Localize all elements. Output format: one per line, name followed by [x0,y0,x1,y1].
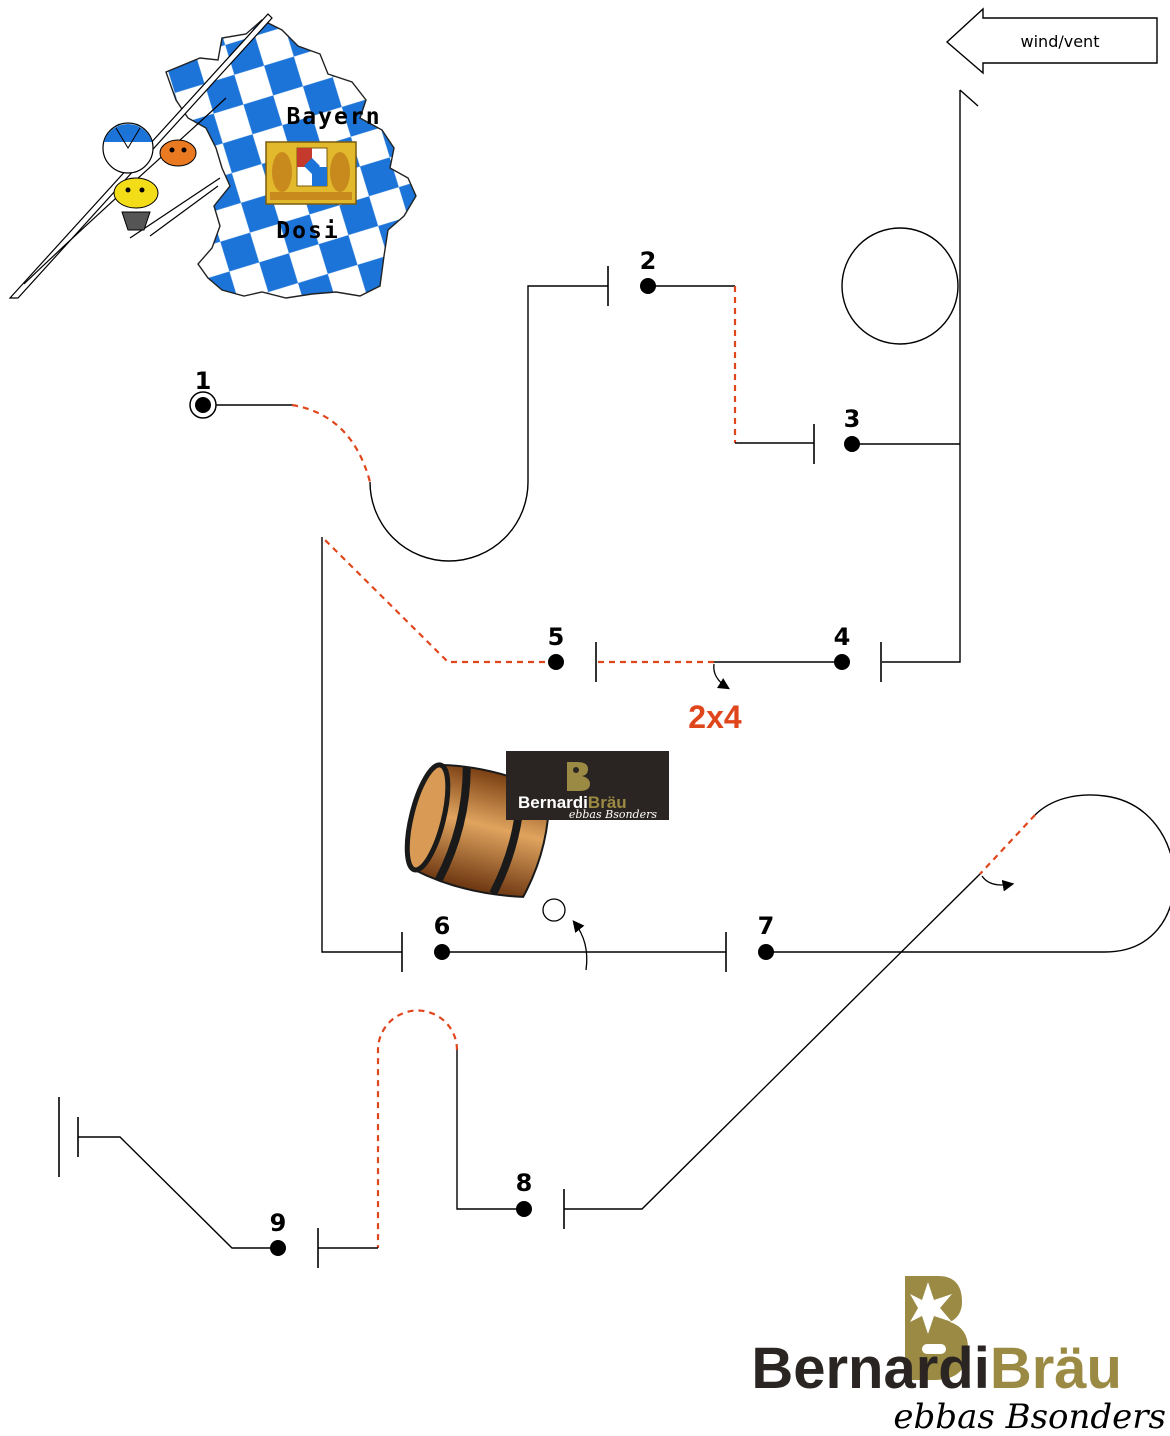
gate-6-dot [434,944,450,960]
gate-numbers: 1 2 3 4 5 6 7 8 9 [195,247,861,1237]
sponsor-badge-slogan: ebbas Bsonders [569,808,658,821]
gate-1-dot [195,397,211,413]
sponsor-logo-slogan: ebbas Bsonders [893,1397,1166,1436]
sponsor-logo-name: BernardiBräu [751,1336,1122,1401]
sponsor-logo: BernardiBräu ebbas Bsonders [751,1276,1166,1436]
gate-9-dot [270,1240,286,1256]
brand-b-icon [905,1276,968,1380]
marker-circle [542,898,566,922]
gate-4-dot [834,654,850,670]
sponsor-badge-name: BernardiBräu [518,793,627,812]
gate-1-number: 1 [195,367,212,395]
route-dash-segment [376,1009,459,1248]
route-segment [369,285,608,562]
pilot-figures-icon [102,122,197,231]
gate-2-number: 2 [640,247,657,275]
gate-4-number: 4 [834,623,851,651]
gate-7-dot [758,944,774,960]
repeat-label: 2x4 [688,699,742,735]
gate-8-number: 8 [516,1169,533,1197]
gate-9-number: 9 [270,1209,287,1237]
wind-label: wind/vent [1021,32,1100,51]
route-dash-segment [979,814,1036,875]
brand-b-icon [567,762,590,791]
sponsor-badge: BernardiBräu ebbas Bsonders [506,751,669,821]
route-segment [766,794,1170,953]
route-segment [321,537,402,953]
gate-7-number: 7 [758,912,775,940]
gate-2-dot [640,278,656,294]
gate-5-dot [548,654,564,670]
gate-bars [58,266,882,1268]
gate-3-dot [844,436,860,452]
course-route [78,285,1170,1249]
repeat-arrow-icon [713,663,730,690]
gate-dots [189,278,860,1256]
route-dash-segment [321,536,556,664]
direction-arrows [542,663,1015,971]
gate-5-number: 5 [548,623,565,651]
turn-circle [841,227,959,345]
wind-line [882,89,979,663]
team-logo-bottom-word: Dosi [276,218,339,244]
route-segment [78,1136,278,1249]
team-logo-top-word: Bayern [286,104,381,130]
bayern-dosi-logo: Bayern Dosi [8,13,417,299]
loop-arrow-icon [981,875,1015,892]
bavaria-coat-of-arms-icon [265,141,357,205]
route-dash-segment [291,403,372,483]
route-segment [456,1050,524,1210]
wind-indicator: wind/vent [945,7,1158,75]
gate-8-dot [516,1201,532,1217]
gate-6-number: 6 [434,912,451,940]
route-segment [564,873,981,1210]
gate-3-number: 3 [844,405,861,433]
turn-arrow-icon [572,920,588,971]
wind-arrow-icon [945,7,1158,75]
